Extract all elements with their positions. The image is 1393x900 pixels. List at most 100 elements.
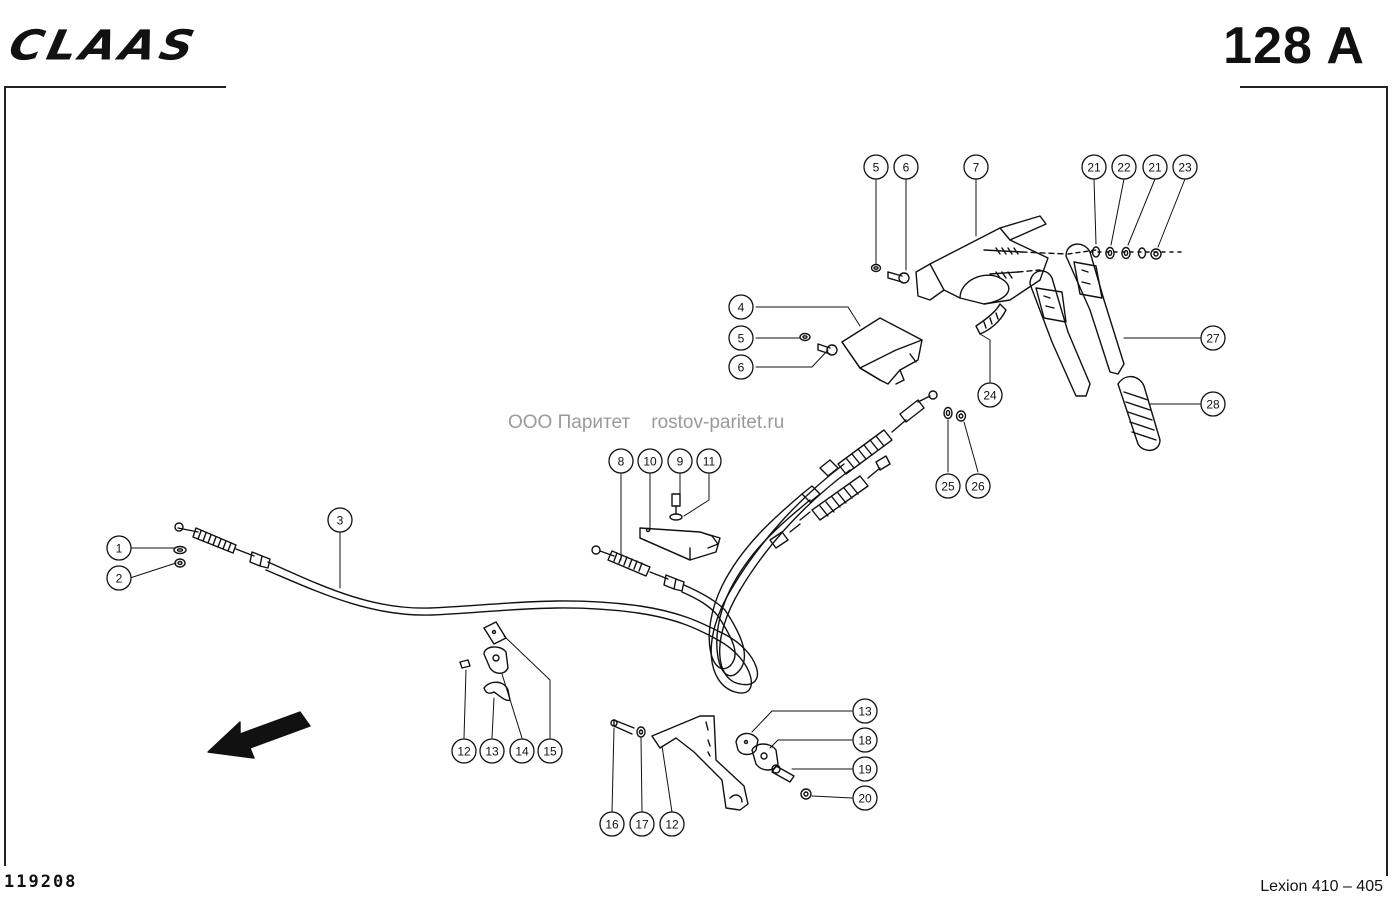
cable-assembly-3 <box>174 463 851 694</box>
callout-23: 23 <box>1172 154 1198 180</box>
washer-1 <box>173 545 187 555</box>
callout-label: 27 <box>1206 332 1220 346</box>
callout-24: 24 <box>977 382 1003 408</box>
callout-8: 8 <box>608 448 634 474</box>
callout-label: 16 <box>605 818 619 832</box>
callout-13: 13 <box>479 738 505 764</box>
callout-18: 18 <box>852 727 878 753</box>
callout-label: 5 <box>738 332 745 346</box>
nut-26 <box>955 410 967 422</box>
callout-label: 8 <box>618 455 625 469</box>
drawing-number: 119208 <box>4 872 78 892</box>
cover-4 <box>841 317 923 385</box>
callout-label: 7 <box>973 161 980 175</box>
callout-20: 20 <box>852 785 878 811</box>
callout-label: 6 <box>738 361 745 375</box>
callout-9: 9 <box>667 448 693 474</box>
callout-label: 17 <box>635 818 649 832</box>
callout-25: 25 <box>935 473 961 499</box>
bolt-10 <box>671 493 681 515</box>
watermark: ООО Паритет rostov-paritet.ru <box>508 412 785 433</box>
callout-circle <box>1111 154 1137 180</box>
callout-label: 2 <box>116 572 123 586</box>
callout-circle <box>106 565 132 591</box>
cable-end-upper <box>769 390 938 549</box>
callout-circle <box>728 354 754 380</box>
plug-11 <box>459 659 471 669</box>
lever-27 <box>1029 243 1185 397</box>
callout-12: 12 <box>659 811 685 837</box>
callout-circle <box>728 325 754 351</box>
callout-15: 15 <box>537 738 563 764</box>
callout-circle <box>935 473 961 499</box>
grip-28 <box>1117 376 1161 451</box>
callout-circle <box>106 535 132 561</box>
callout-11: 11 <box>696 448 722 474</box>
callout-10: 10 <box>637 448 663 474</box>
callout-3: 3 <box>327 507 353 533</box>
callout-26: 26 <box>965 473 991 499</box>
callout-4: 4 <box>728 294 754 320</box>
callout-label: 14 <box>515 745 529 759</box>
callout-6: 6 <box>728 354 754 380</box>
callout-circle <box>893 154 919 180</box>
washer-5b <box>799 332 811 342</box>
callout-circle <box>852 756 878 782</box>
callout-circle <box>1172 154 1198 180</box>
callout-21: 21 <box>1142 154 1168 180</box>
callout-label: 18 <box>858 734 872 748</box>
callout-label: 24 <box>983 389 997 403</box>
callout-circle <box>977 382 1003 408</box>
callout-label: 22 <box>1117 161 1131 175</box>
direction-arrow <box>207 711 311 759</box>
clamp-half-12 <box>483 681 511 702</box>
callout-label: 26 <box>971 480 985 494</box>
callout-27: 27 <box>1200 325 1226 351</box>
callout-circle <box>728 294 754 320</box>
callout-circle <box>451 738 477 764</box>
callout-5: 5 <box>728 325 754 351</box>
sheet-number: 128 A <box>1223 17 1365 75</box>
bracket-20 <box>915 215 1067 305</box>
washer-22 <box>1105 246 1115 260</box>
callout-circle <box>327 507 353 533</box>
callout-label: 12 <box>457 745 471 759</box>
callout-circle <box>608 448 634 474</box>
callout-circle <box>629 811 655 837</box>
callout-label: 19 <box>858 763 872 777</box>
callout-2: 2 <box>106 565 132 591</box>
callout-circle <box>509 738 535 764</box>
clamp-half-12b <box>735 732 759 756</box>
callout-circle <box>696 448 722 474</box>
callout-21: 21 <box>1081 154 1107 180</box>
callout-28: 28 <box>1200 391 1226 417</box>
callout-label: 20 <box>858 792 872 806</box>
callout-circle <box>852 698 878 724</box>
frame-top-right <box>1240 86 1388 88</box>
callout-label: 9 <box>677 455 684 469</box>
callout-1: 1 <box>106 535 132 561</box>
callout-label: 10 <box>643 455 657 469</box>
callout-circle <box>863 154 889 180</box>
callout-circle <box>1081 154 1107 180</box>
washer-21c <box>1137 247 1147 259</box>
bracket-8 <box>639 527 721 561</box>
callout-label: 15 <box>543 745 557 759</box>
callout-22: 22 <box>1111 154 1137 180</box>
callout-6: 6 <box>893 154 919 180</box>
callout-label: 5 <box>873 161 880 175</box>
bolt-18 <box>771 764 795 783</box>
callout-label: 6 <box>903 161 910 175</box>
callout-label: 28 <box>1206 398 1220 412</box>
callout-label: 21 <box>1087 161 1101 175</box>
callout-label: 13 <box>858 705 872 719</box>
washer-21a <box>1091 246 1101 258</box>
washer-16 <box>636 726 646 738</box>
callout-16: 16 <box>599 811 625 837</box>
washer-9 <box>669 513 683 521</box>
callout-circle <box>852 727 878 753</box>
callout-circle <box>667 448 693 474</box>
bolt-6b <box>817 343 838 356</box>
